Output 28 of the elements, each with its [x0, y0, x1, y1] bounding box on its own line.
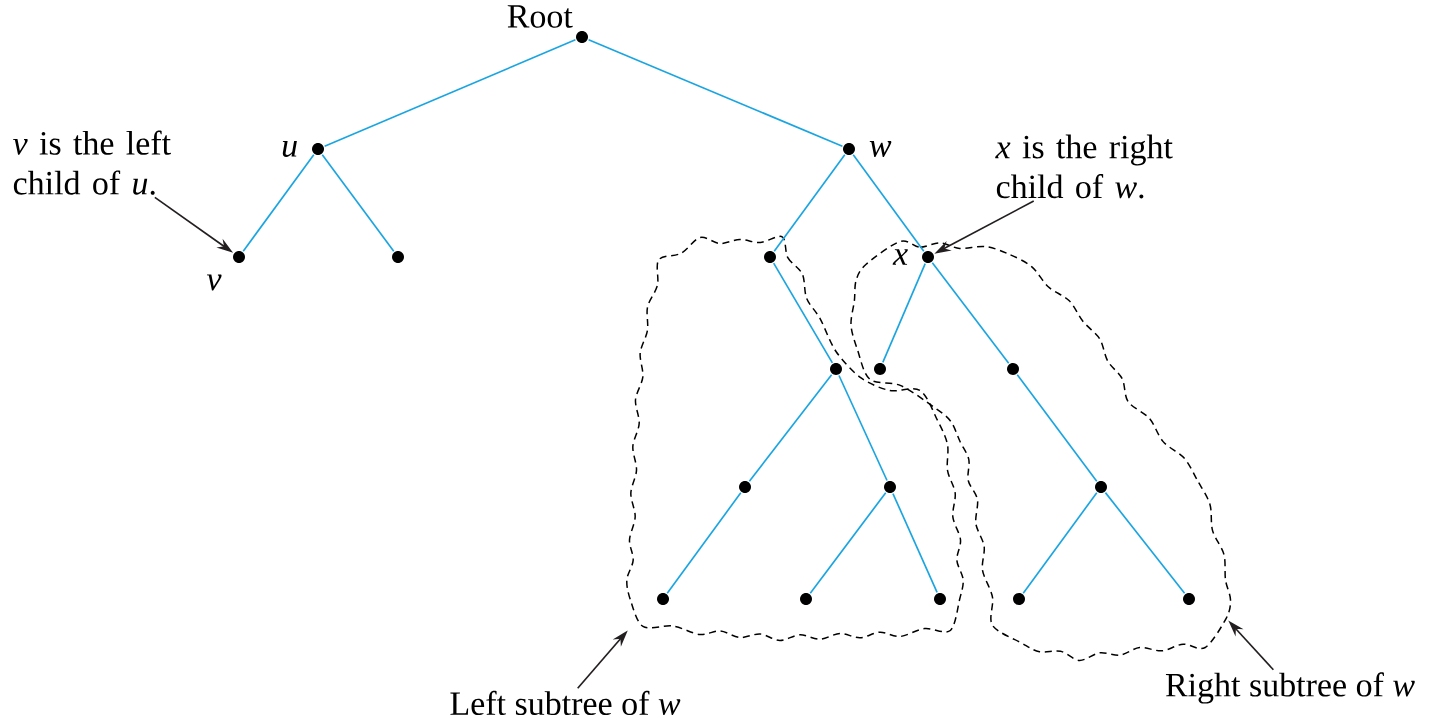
- tree-edge: [1022, 491, 1098, 595]
- tree-edge: [773, 153, 846, 253]
- tree-edge: [748, 373, 833, 483]
- tree-edge: [323, 38, 577, 148]
- tree-edge: [242, 153, 315, 253]
- node-label: u: [282, 140, 297, 157]
- annotation-text: Right subtree of w: [1165, 672, 1415, 704]
- dashed-outline: [626, 235, 964, 642]
- tree-edge: [882, 262, 926, 364]
- tree-edge: [809, 491, 887, 595]
- tree-edge: [838, 374, 888, 482]
- node-label: Root: [507, 5, 573, 28]
- annotation-text: x is the right child of w.: [995, 134, 1173, 199]
- tree-edge: [852, 153, 925, 253]
- node-label: w: [869, 141, 892, 157]
- tree-edge: [1016, 373, 1098, 483]
- tree-edge: [892, 492, 938, 594]
- annotation-text: v is the left child of u.: [13, 130, 171, 195]
- tree-edge: [666, 491, 742, 595]
- annotation-text: Left subtree of w: [450, 690, 681, 716]
- tree-edge: [772, 262, 834, 364]
- node-label: v: [206, 274, 222, 291]
- tree-edge: [1104, 491, 1186, 595]
- tree-edge: [931, 261, 1010, 365]
- dashed-outline: [850, 240, 1232, 662]
- node-label: x: [892, 249, 908, 265]
- tree-edge: [587, 38, 844, 148]
- tree-edge: [321, 153, 395, 253]
